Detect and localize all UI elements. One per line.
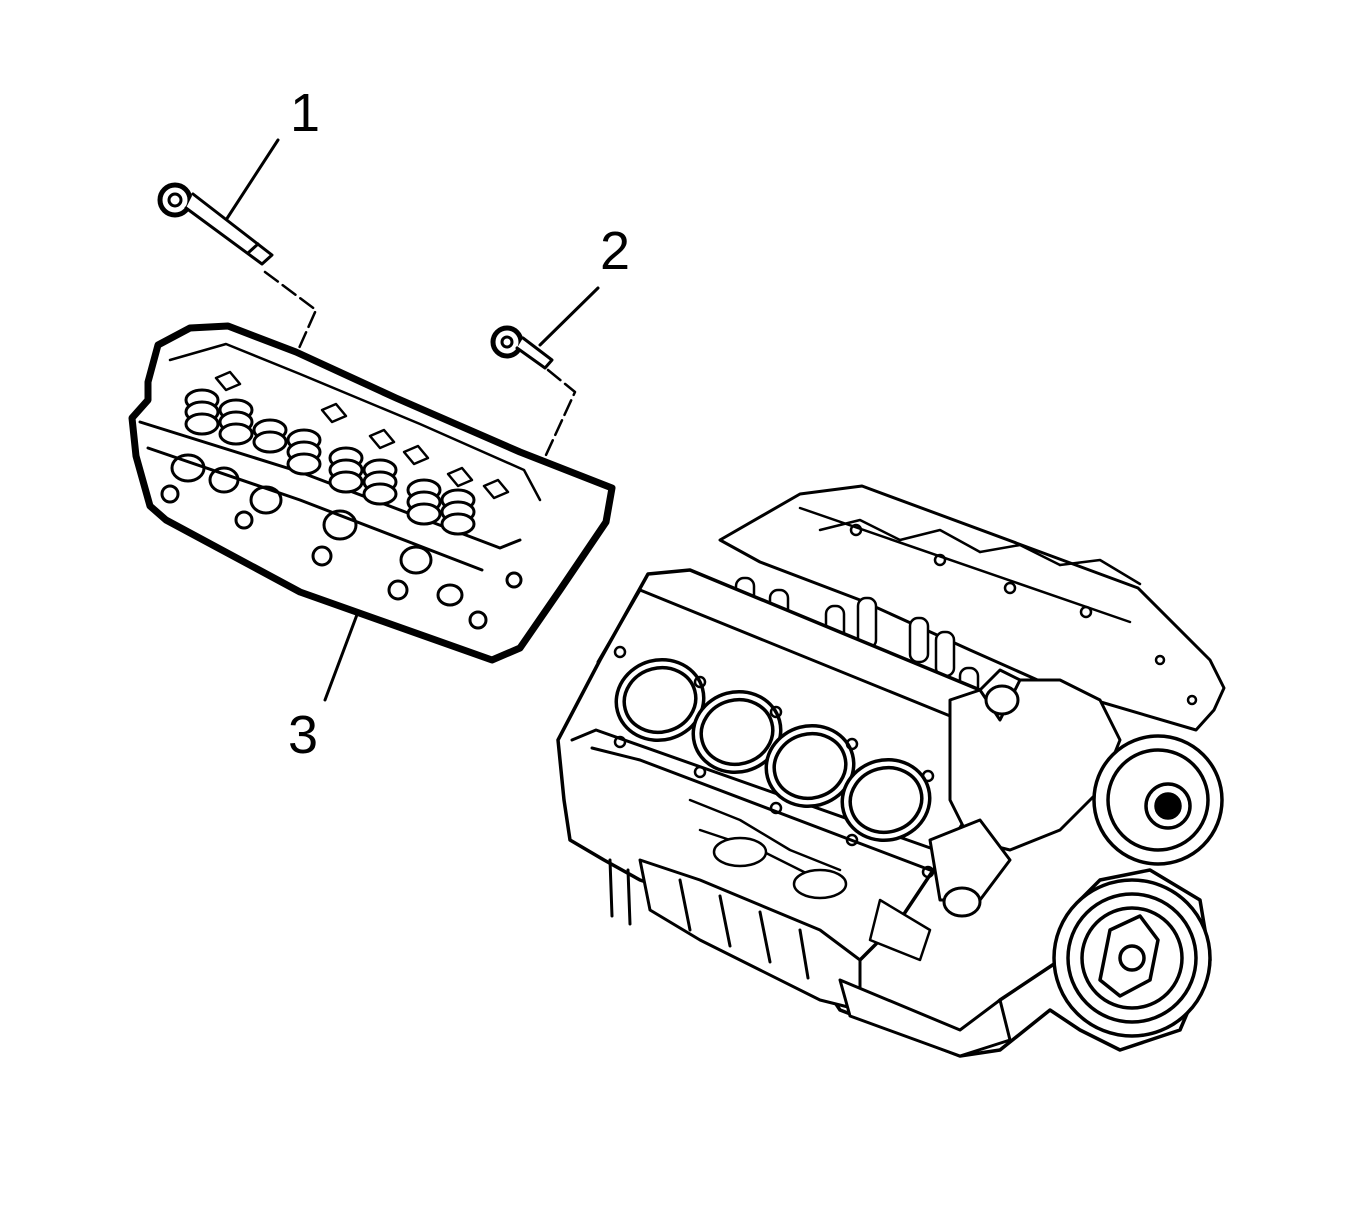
head-ports [160,453,523,630]
leader-line-1 [224,138,280,222]
idler-pulley [1092,734,1224,866]
callout-label-3: 3 [288,705,319,765]
crank-pulley [1052,878,1212,1038]
cylinder-bores [614,657,932,843]
callout-label-1: 1 [290,83,321,143]
leader-line-3 [323,610,360,702]
leader-lines [224,138,600,702]
cylinder-head [128,322,616,664]
valve-springs [184,388,476,536]
callout-label-2: 2 [600,221,631,281]
oil-pan [608,858,1012,1058]
bolt-long [157,182,318,402]
leader-line-2 [538,286,600,347]
bolt-long-head [157,182,193,218]
engine-block [556,484,1226,1058]
bolt-short-head [490,325,524,359]
front-cover [928,668,1122,918]
bolt-long-guide [263,270,318,402]
